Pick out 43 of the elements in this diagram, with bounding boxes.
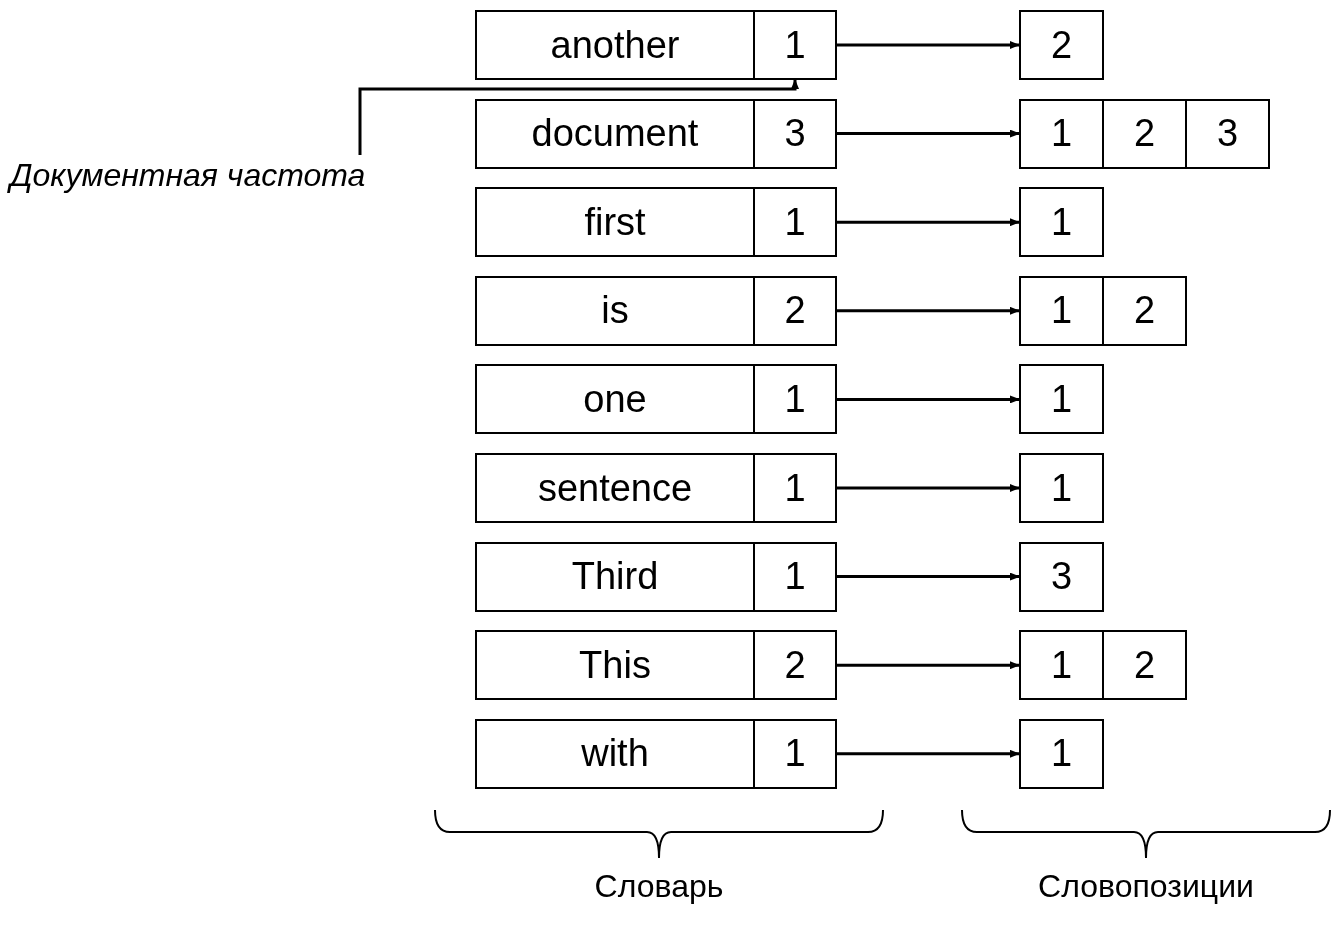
posting-box: 1	[1019, 718, 1104, 789]
column-label: Словопозиции	[1037, 868, 1255, 905]
posting-box: 1	[1019, 187, 1104, 258]
term-box: This	[475, 630, 755, 701]
arrow	[837, 572, 1020, 581]
leader-line	[358, 79, 799, 155]
posting-box: 1	[1019, 453, 1104, 523]
posting-box: 2	[1102, 630, 1187, 701]
column-label: Словарь	[593, 868, 725, 905]
term-box: Third	[475, 541, 755, 612]
arrow	[837, 749, 1020, 758]
frequency-box: 1	[753, 364, 837, 435]
arrow	[837, 306, 1020, 315]
arrow	[837, 129, 1020, 138]
term-box: another	[475, 10, 755, 80]
posting-box: 3	[1019, 541, 1104, 612]
posting-box: 1	[1019, 275, 1104, 346]
arrow	[837, 661, 1020, 670]
frequency-box: 2	[753, 630, 837, 701]
frequency-box: 1	[753, 187, 837, 258]
frequency-box: 2	[753, 275, 837, 346]
term-box: document	[475, 98, 755, 169]
posting-box: 2	[1019, 10, 1104, 80]
posting-box: 1	[1019, 98, 1104, 169]
posting-box: 2	[1102, 98, 1187, 169]
frequency-box: 1	[753, 541, 837, 612]
frequency-box: 1	[753, 718, 837, 789]
posting-box: 1	[1019, 364, 1104, 435]
arrow	[837, 484, 1020, 492]
posting-box: 1	[1019, 630, 1104, 701]
arrow	[837, 395, 1020, 404]
term-box: is	[475, 275, 755, 346]
term-box: first	[475, 187, 755, 258]
frequency-box: 3	[753, 98, 837, 169]
frequency-box: 1	[753, 453, 837, 523]
posting-box: 2	[1102, 275, 1187, 346]
posting-box: 3	[1185, 98, 1270, 169]
term-box: with	[475, 718, 755, 789]
arrow	[837, 218, 1020, 227]
arrow	[837, 41, 1020, 49]
term-box: sentence	[475, 453, 755, 523]
term-box: one	[475, 364, 755, 435]
frequency-box: 1	[753, 10, 837, 80]
